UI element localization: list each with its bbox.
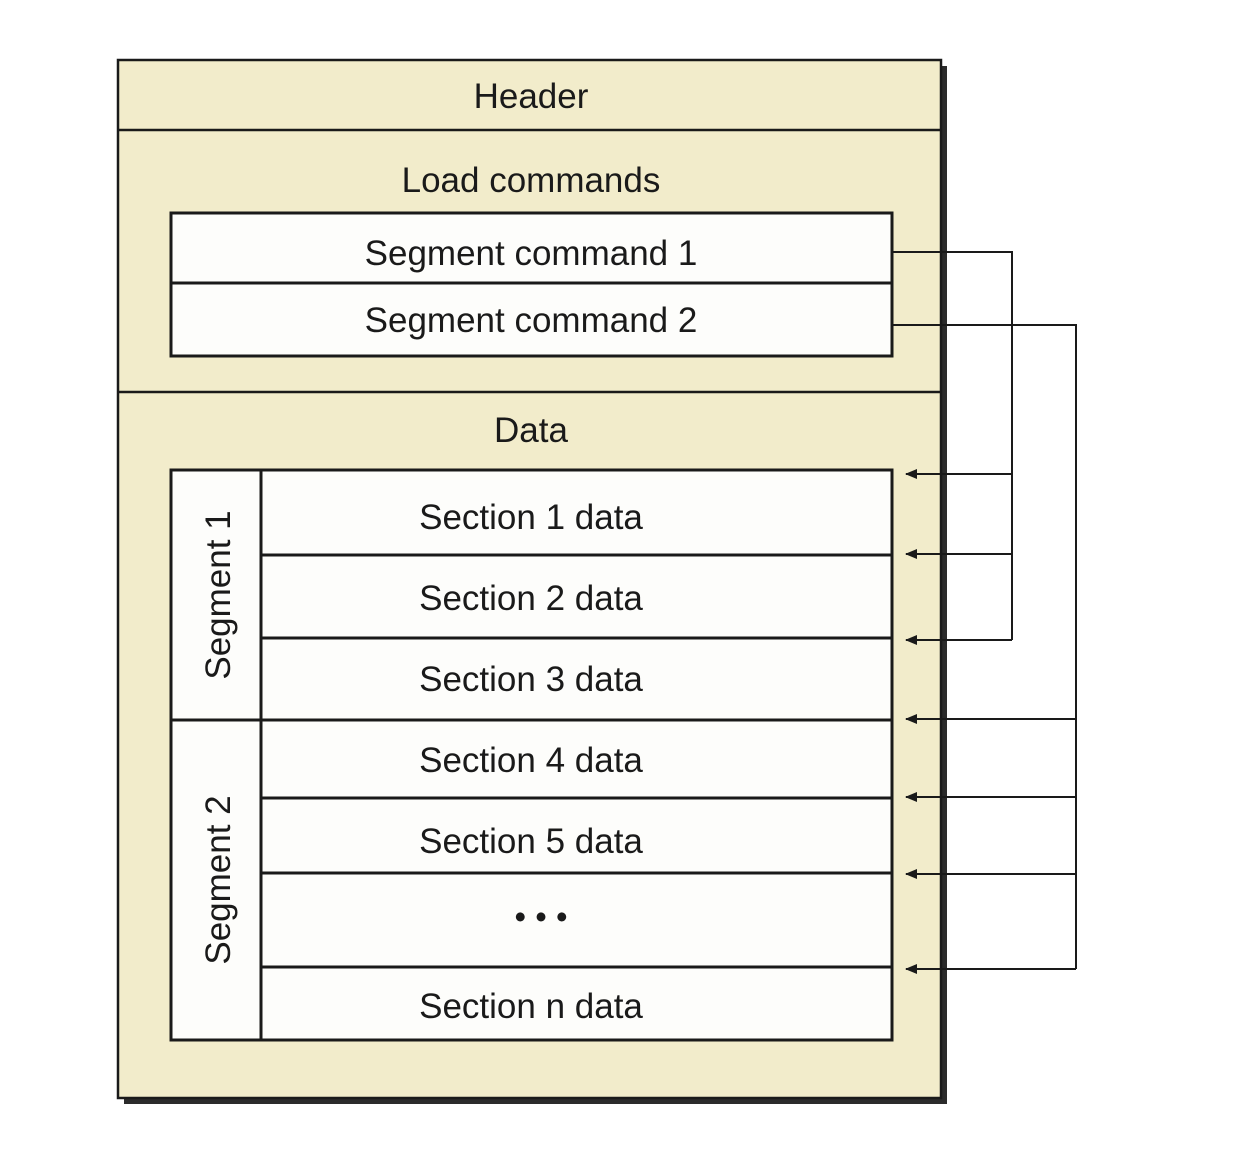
segment-command-2-connector bbox=[892, 324, 1077, 969]
section-1-label: Section 1 data bbox=[419, 498, 643, 537]
section-5-label: Section 5 data bbox=[419, 822, 643, 861]
load-commands-label: Load commands bbox=[402, 161, 661, 200]
section-3-label: Section 3 data bbox=[419, 660, 643, 699]
ellipsis-label: • • • bbox=[515, 898, 568, 935]
section-n-label: Section n data bbox=[419, 987, 643, 1026]
data-label: Data bbox=[494, 411, 568, 450]
segment-command-1-connector bbox=[892, 251, 1013, 640]
section-2-label: Section 2 data bbox=[419, 579, 643, 618]
segment-1-label: Segment 1 bbox=[199, 510, 238, 679]
segment-2-label: Segment 2 bbox=[199, 795, 238, 964]
header-label: Header bbox=[474, 77, 589, 116]
data-box bbox=[169, 468, 894, 1042]
section-4-label: Section 4 data bbox=[419, 741, 643, 780]
segment-command-2: Segment command 2 bbox=[365, 301, 698, 340]
segment-command-1: Segment command 1 bbox=[365, 234, 698, 273]
